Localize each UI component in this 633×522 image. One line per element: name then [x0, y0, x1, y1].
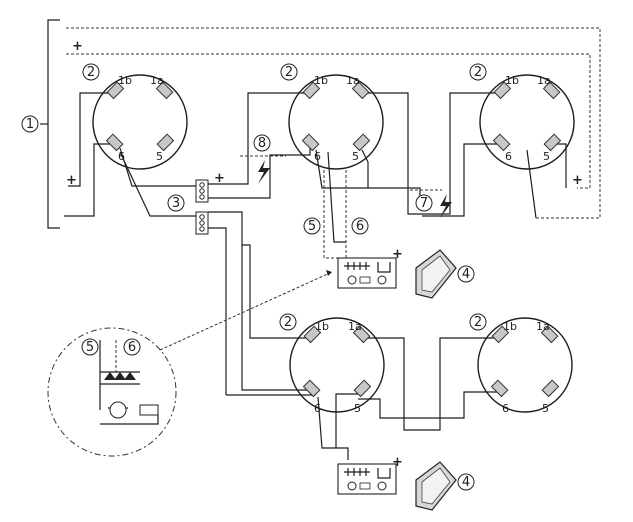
wiring	[64, 92, 567, 460]
bus-bracket	[40, 19, 60, 229]
svg-text:4: 4	[462, 267, 470, 282]
callout-5-upper: 5	[303, 217, 321, 235]
svg-text:2: 2	[285, 65, 293, 80]
label-1a-l2: 1a	[536, 320, 550, 333]
callout-6-upper: 6	[351, 217, 369, 235]
svg-text:7: 7	[420, 196, 428, 211]
svg-text:4: 4	[462, 475, 470, 490]
svg-text:5: 5	[86, 340, 94, 355]
label-1b-u2: 1b	[314, 74, 328, 87]
callout-1: 1	[21, 115, 39, 133]
base-lower-1	[289, 317, 385, 413]
label-1a-l1: 1a	[348, 320, 362, 333]
base-upper-1	[92, 74, 188, 170]
callout-3: 3	[167, 194, 185, 212]
plus-terminal-block: +	[214, 171, 225, 186]
dashed-bus	[66, 27, 601, 219]
terminals-lower-2	[490, 325, 560, 398]
plus-signs: + + + + +	[66, 171, 583, 470]
callout-2-l1: 2	[279, 313, 297, 331]
terminals-upper-3	[492, 81, 562, 152]
plus-base1: +	[66, 173, 77, 188]
base-upper-3	[479, 74, 575, 170]
terminal-block-upper	[195, 179, 209, 203]
label-6-l1: 6	[314, 402, 321, 415]
fault-symbol-8	[258, 160, 270, 184]
label-1b-u1: 1b	[118, 74, 132, 87]
callout-8: 8	[253, 134, 271, 152]
callout-6-inset: 6	[123, 338, 141, 356]
terminals-upper-2	[301, 81, 371, 152]
label-5-u3: 5	[543, 150, 550, 163]
terminal-labels: 1b 1a 6 5 1b 1a 6 5 1b 1a 6 5 1b 1a 6 5 …	[118, 74, 551, 415]
label-6-u3: 6	[505, 150, 512, 163]
plus-indicator-upper: +	[392, 247, 403, 262]
svg-text:8: 8	[258, 136, 266, 151]
label-5-u2: 5	[352, 150, 359, 163]
indicator-module-lower	[337, 463, 397, 495]
bus-plus-sign: +	[72, 39, 83, 54]
detail-inset	[47, 270, 333, 457]
terminals-upper-1	[105, 81, 175, 152]
indicator-dashed-links	[240, 155, 442, 259]
indicator-module-upper	[337, 257, 397, 289]
remote-indicator-lower	[415, 461, 457, 511]
svg-text:2: 2	[284, 315, 292, 330]
svg-text:2: 2	[474, 65, 482, 80]
plus-indicator-lower: +	[392, 455, 403, 470]
label-1a-u2: 1a	[346, 74, 360, 87]
callout-5-inset: 5	[81, 338, 99, 356]
label-6-u1: 6	[118, 150, 125, 163]
svg-text:6: 6	[128, 340, 136, 355]
svg-text:5: 5	[308, 219, 316, 234]
terminal-block-lower	[195, 211, 209, 235]
fault-symbol-7	[440, 194, 452, 218]
callout-2-l2: 2	[469, 313, 487, 331]
callout-1-label: 1	[26, 117, 34, 132]
svg-text:2: 2	[87, 65, 95, 80]
callout-2-u3: 2	[469, 63, 487, 81]
label-1b-l1: 1b	[315, 320, 329, 333]
svg-text:3: 3	[172, 196, 180, 211]
label-6-u2: 6	[314, 150, 321, 163]
svg-text:2: 2	[474, 315, 482, 330]
label-5-u1: 5	[156, 150, 163, 163]
label-1b-l2: 1b	[503, 320, 517, 333]
label-1a-u3: 1a	[537, 74, 551, 87]
callout-2-u2: 2	[280, 63, 298, 81]
remote-indicator-upper	[415, 249, 457, 299]
plus-base3: +	[572, 173, 583, 188]
label-5-l1: 5	[354, 402, 361, 415]
label-1a-u1: 1a	[150, 74, 164, 87]
label-6-l2: 6	[502, 402, 509, 415]
terminals-lower-1	[302, 325, 372, 398]
label-1b-u3: 1b	[505, 74, 519, 87]
callout-4-lower: 4	[457, 473, 475, 491]
callout-4-upper: 4	[457, 265, 475, 283]
svg-text:6: 6	[356, 219, 364, 234]
callout-2-u1: 2	[82, 63, 100, 81]
base-lower-2	[477, 317, 573, 413]
label-5-l2: 5	[542, 402, 549, 415]
callout-7: 7	[415, 194, 433, 212]
